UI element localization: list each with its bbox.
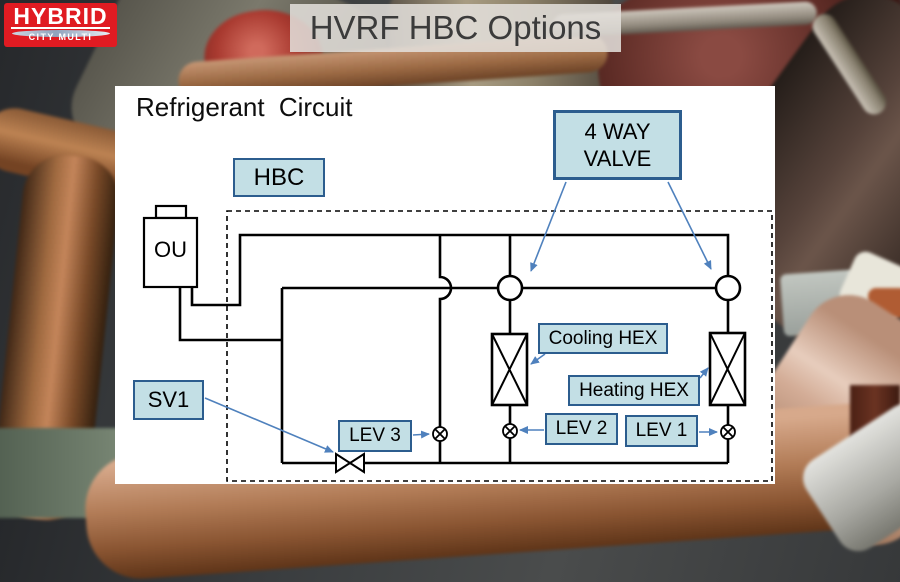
logo-tagline-text: CITY MULTI — [28, 32, 93, 42]
lev3-label-text: LEV 3 — [349, 425, 401, 446]
ou-unit-label: OU — [154, 237, 187, 262]
sv1-label-text: SV1 — [147, 387, 190, 412]
title-bar: HVRF HBC Options — [290, 4, 621, 52]
slide-title: HVRF HBC Options — [309, 9, 602, 46]
hbc-label-text: HBC — [253, 163, 305, 191]
logo: HYBRID CITY MULTI — [4, 3, 117, 47]
four-way-line1: 4 WAY — [584, 118, 651, 144]
sv1-label: SV1 — [133, 380, 204, 420]
lev2-label: LEV 2 — [545, 413, 618, 445]
heating-hex-label: Heating HEX — [568, 375, 700, 406]
lev1-label-text: LEV 1 — [635, 420, 688, 441]
four-way-valve-label-text: 4 WAY VALVE — [584, 118, 652, 173]
cooling-hex-label-text: Cooling HEX — [548, 327, 658, 349]
four-way-valve-label: 4 WAY VALVE — [553, 110, 682, 180]
diagram-heading: Refrigerant Circuit — [136, 92, 353, 122]
four-way-line2: VALVE — [583, 146, 652, 171]
lev1-label: LEV 1 — [625, 415, 698, 447]
logo-wave-graphic — [11, 30, 110, 37]
heating-hex-label-text: Heating HEX — [579, 379, 689, 401]
cooling-hex-label: Cooling HEX — [538, 323, 668, 354]
lev3-label: LEV 3 — [338, 420, 412, 452]
lev2-label-text: LEV 2 — [555, 418, 608, 439]
logo-brand-text: HYBRID — [11, 3, 110, 29]
hbc-label: HBC — [233, 158, 325, 197]
